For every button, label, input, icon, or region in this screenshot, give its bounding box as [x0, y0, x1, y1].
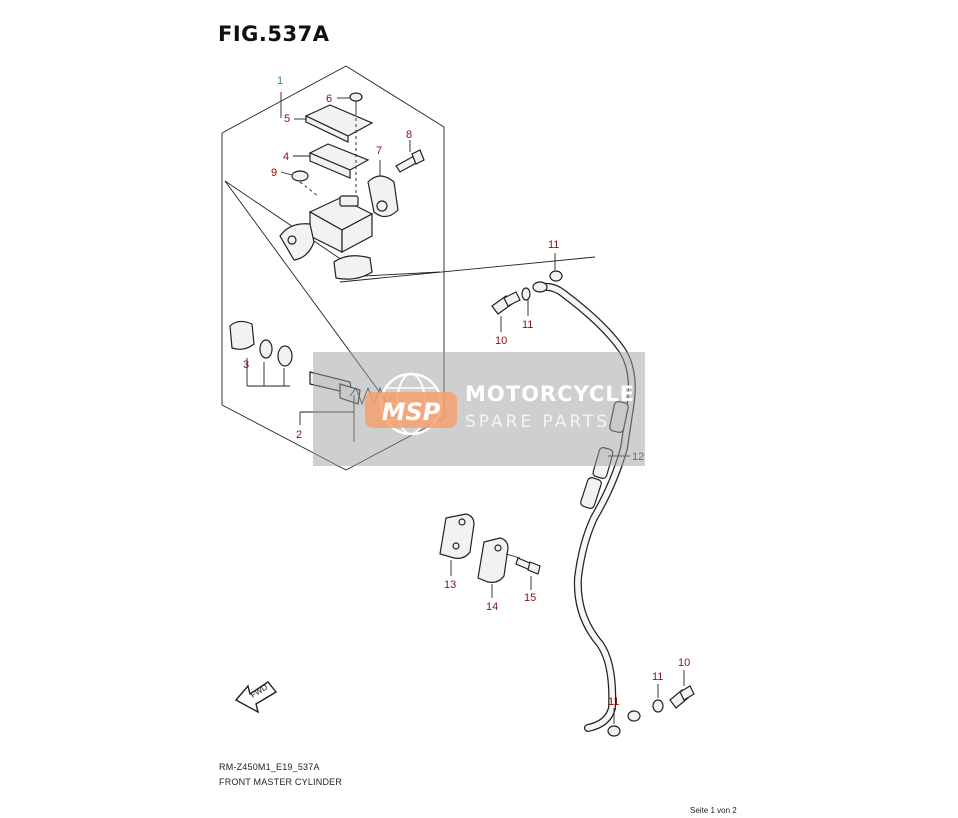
- callout-15[interactable]: 15: [524, 592, 536, 604]
- watermark: MSP MOTORCYCLE SPARE PARTS: [313, 352, 645, 466]
- callout-14[interactable]: 14: [486, 601, 498, 613]
- assembly-guide-top: [224, 180, 346, 263]
- callout-10-bottom[interactable]: 10: [678, 657, 690, 669]
- msp-logo-text: MSP: [382, 398, 441, 426]
- page-indicator: Seite 1 von 2: [690, 806, 737, 815]
- callout-4[interactable]: 4: [283, 151, 289, 163]
- callout-11-bottom-right[interactable]: 11: [652, 671, 663, 683]
- bolt-part-15: [505, 553, 541, 590]
- watermark-line2: SPARE PARTS: [465, 412, 611, 432]
- boot-part-3: [229, 320, 293, 387]
- guide-part-14: [477, 537, 509, 598]
- callout-3[interactable]: 3: [243, 359, 249, 371]
- figure-title: FIG.537A: [218, 22, 330, 46]
- washer-part-11-top-a: [521, 287, 531, 316]
- callout-11-top-left[interactable]: 11: [522, 319, 533, 331]
- callout-1[interactable]: 1: [277, 75, 283, 87]
- plate-part-9: [280, 170, 319, 197]
- callout-8[interactable]: 8: [406, 129, 412, 141]
- washer-part-11-bottom-a: [607, 708, 621, 737]
- cap-part-5: [294, 104, 374, 143]
- banjo-bolt-part-10-top: [491, 291, 521, 332]
- callout-6[interactable]: 6: [326, 93, 332, 105]
- washer-part-11-top-b: [549, 253, 563, 282]
- watermark-line1: MOTORCYCLE: [465, 382, 636, 406]
- fwd-arrow-icon: FWD: [234, 681, 278, 714]
- callout-10-top[interactable]: 10: [495, 335, 507, 347]
- clamp-part-7: [367, 160, 399, 218]
- figure-name: FRONT MASTER CYLINDER: [219, 777, 343, 787]
- callout-13[interactable]: 13: [444, 579, 456, 591]
- callout-11-bottom-left[interactable]: 11: [608, 696, 619, 708]
- diaphragm-part-4: [293, 143, 370, 179]
- figure-code: RM-Z450M1_E19_537A: [219, 762, 320, 772]
- callout-2[interactable]: 2: [296, 429, 302, 441]
- screw-part-6: [337, 92, 363, 112]
- banjo-bolt-part-10-bottom: [669, 670, 695, 709]
- washer-part-11-bottom-b: [652, 684, 664, 713]
- brake-hose-part-12: [532, 281, 641, 732]
- callout-7[interactable]: 7: [376, 145, 382, 157]
- bolt-part-8: [395, 140, 425, 173]
- guide-hose-top: [339, 256, 596, 283]
- master-cylinder-body: [279, 112, 374, 280]
- guide-part-13: [439, 513, 475, 576]
- callout-9[interactable]: 9: [271, 167, 277, 179]
- msp-logo-icon: MSP: [365, 372, 457, 436]
- callout-11-top-right[interactable]: 11: [548, 239, 559, 251]
- callout-5[interactable]: 5: [284, 113, 290, 125]
